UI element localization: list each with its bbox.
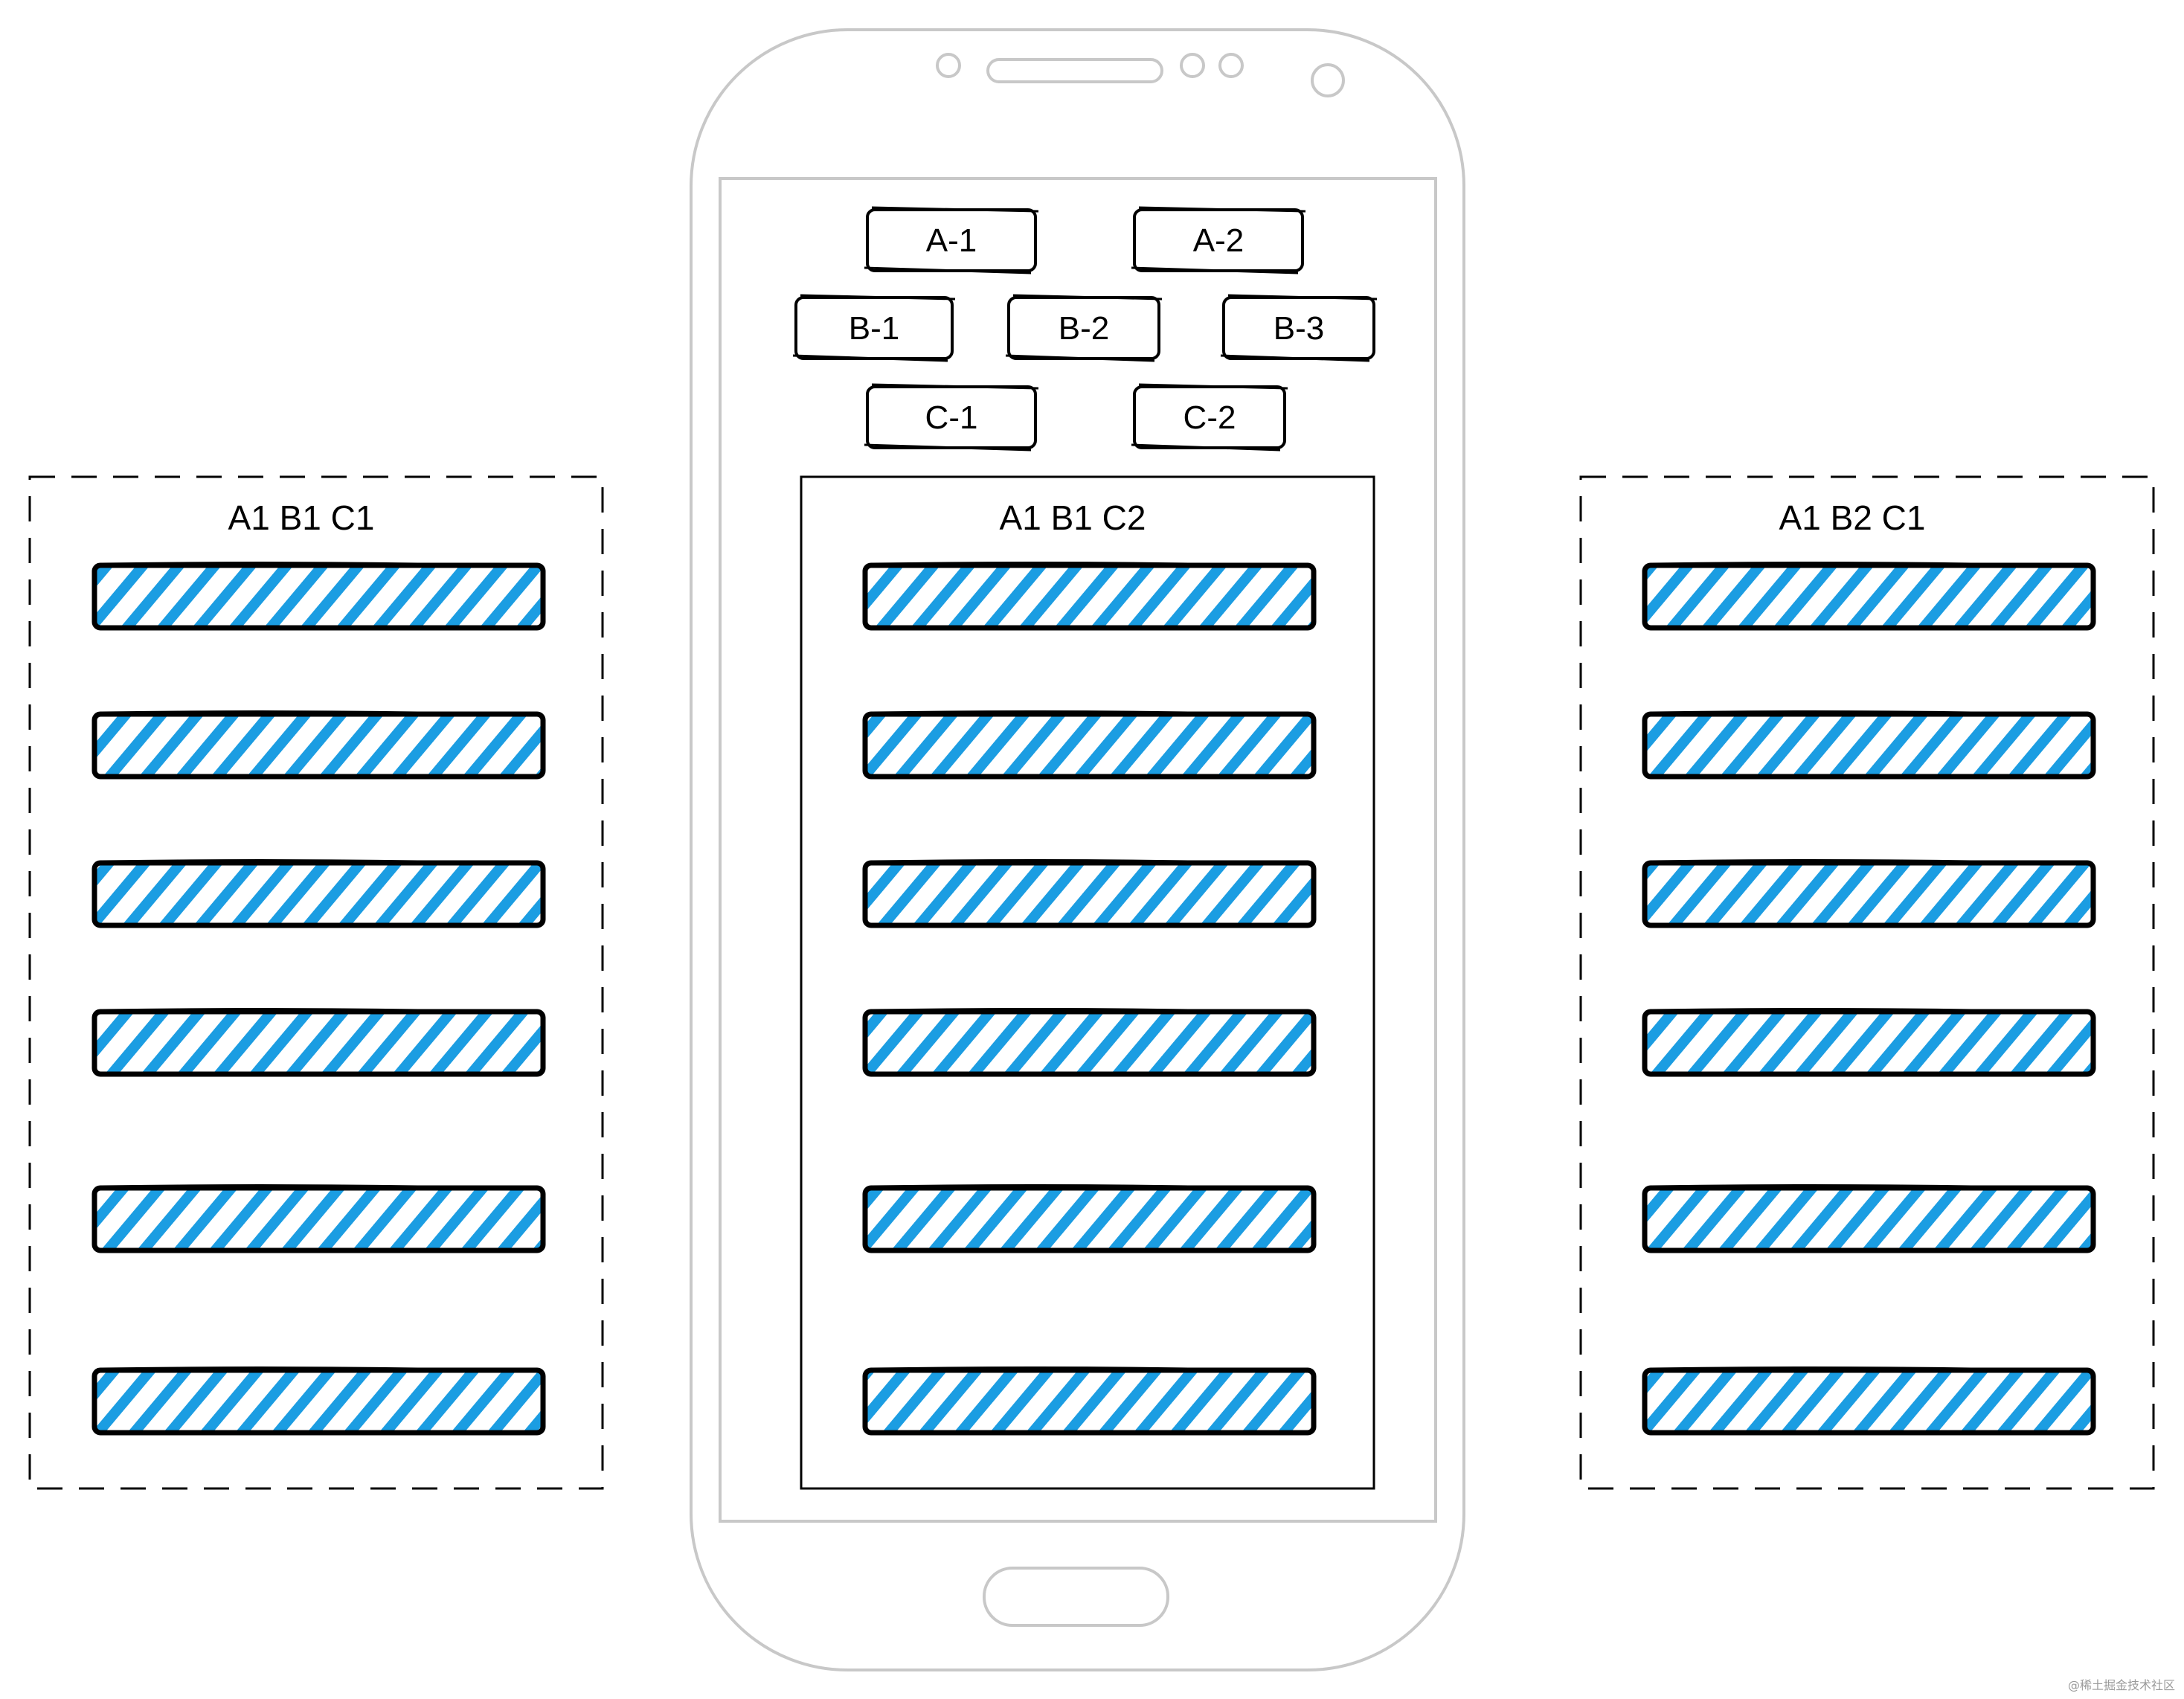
result-panel-center: A1 B1 C2 — [801, 477, 1374, 1488]
filter-button-label: B-2 — [1059, 310, 1109, 347]
watermark-text: @稀土掘金技术社区 — [2068, 1675, 2175, 1693]
result-panel-right: A1 B2 C1 — [1581, 477, 2154, 1488]
phone-sensor-icon — [937, 54, 960, 77]
filter-button-b1[interactable]: B-1 — [793, 295, 955, 361]
list-item[interactable] — [94, 1009, 543, 1074]
filter-button-label: B-1 — [849, 310, 899, 347]
filter-button-label: C-2 — [1183, 399, 1236, 436]
panel-title: A1 B1 C1 — [228, 498, 375, 537]
list-item[interactable] — [94, 563, 543, 628]
panel-title: A1 B1 C2 — [1000, 498, 1146, 537]
list-item[interactable] — [865, 1368, 1314, 1433]
result-panels: A1 B1 C1 A1 B1 C2 A1 B2 C1 — [30, 477, 2154, 1488]
filter-button-c2[interactable]: C-2 — [1131, 385, 1288, 450]
list-item[interactable] — [1645, 1009, 2093, 1074]
panel-title: A1 B2 C1 — [1779, 498, 1926, 537]
list-item[interactable] — [94, 1186, 543, 1250]
phone-camera-icon — [1312, 65, 1343, 96]
filter-button-a1[interactable]: A-1 — [864, 208, 1038, 273]
phone-speaker-icon — [988, 60, 1162, 82]
list-item[interactable] — [94, 712, 543, 777]
filter-buttons: A-1 A-2B-1 B-2 B-3C-1 C-2 — [793, 208, 1377, 450]
list-item[interactable] — [94, 861, 543, 925]
filter-button-label: B-3 — [1274, 310, 1324, 347]
filter-button-label: C-1 — [925, 399, 978, 436]
filter-button-b3[interactable]: B-3 — [1221, 295, 1377, 361]
filter-button-label: A-2 — [1193, 222, 1244, 259]
result-panel-left: A1 B1 C1 — [30, 477, 603, 1488]
list-item[interactable] — [865, 1186, 1314, 1250]
list-item[interactable] — [865, 861, 1314, 925]
list-item[interactable] — [865, 1009, 1314, 1074]
phone-screen — [720, 179, 1436, 1521]
list-item[interactable] — [94, 1368, 543, 1433]
filter-button-label: A-1 — [926, 222, 977, 259]
filter-button-b2[interactable]: B-2 — [1006, 295, 1162, 361]
list-item[interactable] — [1645, 563, 2093, 628]
list-item[interactable] — [1645, 712, 2093, 777]
list-item[interactable] — [1645, 1186, 2093, 1250]
list-item[interactable] — [865, 712, 1314, 777]
list-item[interactable] — [865, 563, 1314, 628]
list-item[interactable] — [1645, 861, 2093, 925]
phone-sensor-icon — [1181, 54, 1204, 77]
filter-button-c1[interactable]: C-1 — [864, 385, 1038, 450]
filter-button-a2[interactable]: A-2 — [1131, 208, 1305, 273]
phone-home-button[interactable] — [984, 1568, 1168, 1625]
phone-sensor-icon — [1220, 54, 1242, 77]
list-item[interactable] — [1645, 1368, 2093, 1433]
